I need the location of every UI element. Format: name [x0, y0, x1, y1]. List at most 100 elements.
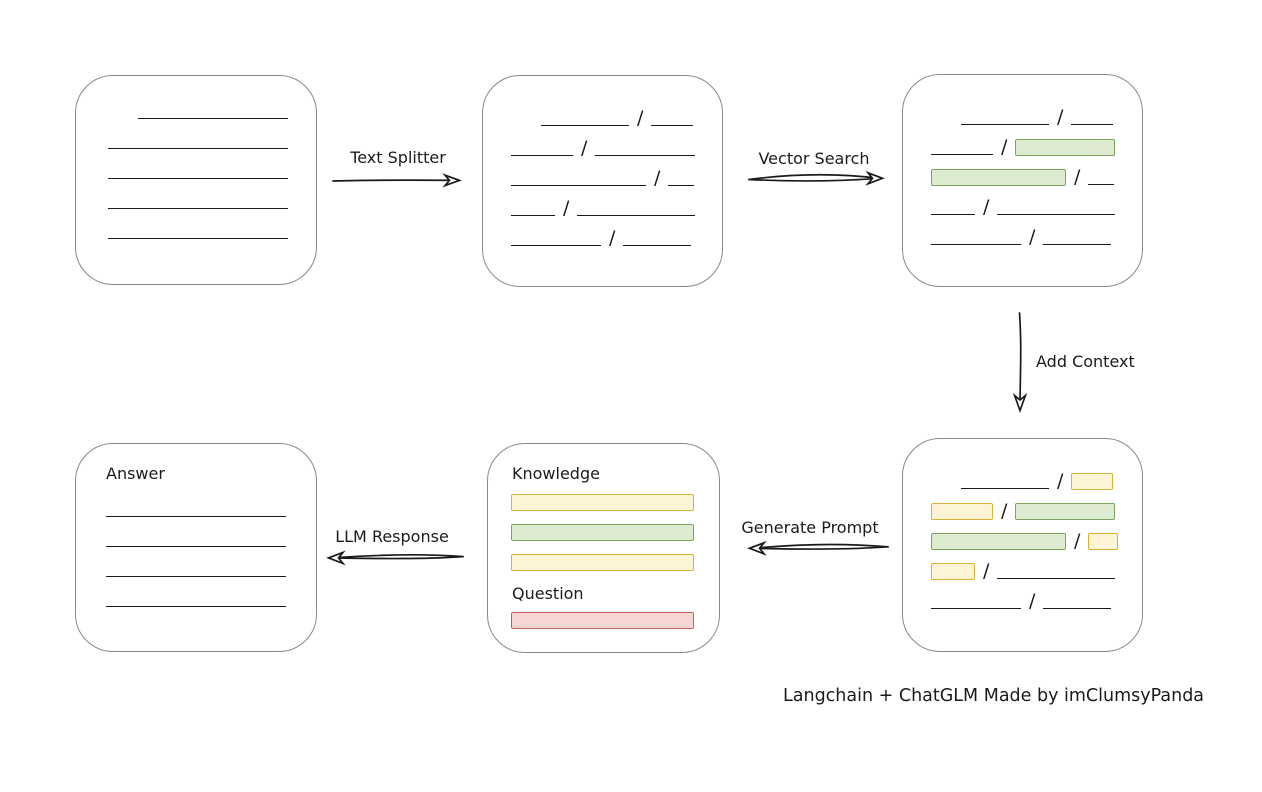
text-line	[668, 185, 695, 186]
text-splitter-arrow	[332, 173, 463, 188]
text-line	[108, 178, 288, 179]
text-line	[106, 606, 286, 607]
green-chunk	[931, 169, 1066, 186]
green-chunk	[1015, 503, 1116, 520]
caption: Langchain + ChatGLM Made by imClumsyPand…	[783, 686, 1205, 706]
flow-box-chunks: / / / / /	[482, 75, 723, 287]
yellow-chunk	[1088, 533, 1119, 550]
sketch-row	[108, 219, 316, 241]
slash-separator: /	[609, 227, 616, 249]
text-line	[1043, 608, 1112, 609]
slash-separator: /	[654, 167, 661, 189]
flow-box-answer: Answer	[75, 443, 317, 652]
sketch-row: /	[511, 226, 722, 248]
slash-separator: /	[1001, 500, 1008, 522]
slash-separator: /	[1001, 136, 1008, 158]
green-chunk	[931, 533, 1066, 550]
add-context-label: Add Context	[1036, 352, 1135, 371]
green-chunk	[1015, 139, 1116, 156]
sketch-row	[108, 189, 316, 211]
text-line	[997, 578, 1116, 579]
slash-separator: /	[1029, 590, 1036, 612]
vector-search-arrow	[748, 170, 885, 186]
text-line	[931, 214, 975, 215]
text-line	[108, 208, 288, 209]
red-bar	[511, 612, 694, 629]
text-line	[541, 125, 629, 126]
sketch-row: /	[931, 165, 1142, 187]
sketch-row	[108, 159, 316, 181]
sketch-row: /	[931, 529, 1142, 551]
llm-response-label: LLM Response	[335, 527, 449, 546]
text-line	[106, 576, 286, 577]
text-line	[1071, 124, 1114, 125]
text-line	[931, 608, 1021, 609]
sketch-row: /	[931, 589, 1142, 611]
sketch-row: /	[961, 105, 1142, 127]
text-line	[1088, 184, 1115, 185]
question-bars	[511, 612, 694, 642]
slash-separator: /	[581, 137, 588, 159]
sketch-row	[106, 587, 316, 609]
add-context-arrow	[1012, 312, 1028, 414]
slash-separator: /	[1074, 166, 1081, 188]
text-line	[511, 185, 646, 186]
llm-response-arrow	[326, 550, 464, 566]
text-line	[108, 148, 288, 149]
text-splitter-label: Text Splitter	[350, 148, 446, 167]
text-line	[511, 215, 555, 216]
sketch-row	[106, 527, 316, 549]
text-line	[623, 245, 692, 246]
answer-label: Answer	[106, 464, 165, 483]
flow-box-matched-chunks: / / / / /	[902, 74, 1143, 287]
generate-prompt-arrow	[747, 540, 889, 556]
green-bar	[511, 524, 694, 541]
document-lines	[76, 76, 316, 284]
sketch-row	[106, 557, 316, 579]
question-label: Question	[512, 584, 584, 603]
sketch-row: /	[931, 135, 1142, 157]
slash-separator: /	[1057, 470, 1064, 492]
answer-lines	[76, 444, 316, 651]
slash-separator: /	[1074, 530, 1081, 552]
yellow-bar	[511, 494, 694, 511]
sketch-row: /	[511, 196, 722, 218]
sketch-row: /	[931, 559, 1142, 581]
sketch-row: /	[511, 166, 722, 188]
text-line	[108, 238, 288, 239]
text-line	[595, 155, 696, 156]
slash-separator: /	[983, 560, 990, 582]
matched-chunk-lines: / / / / /	[903, 75, 1142, 286]
text-line	[511, 155, 573, 156]
slash-separator: /	[1029, 226, 1036, 248]
sketch-row: /	[931, 195, 1142, 217]
flow-box-prompt: Knowledge Question	[487, 443, 720, 653]
context-chunk-lines: / / / / /	[903, 439, 1142, 651]
text-line	[651, 125, 694, 126]
generate-prompt-label: Generate Prompt	[741, 518, 879, 537]
yellow-chunk	[1071, 473, 1114, 490]
flow-box-context-chunks: / / / / /	[902, 438, 1143, 652]
sketch-row: /	[961, 469, 1142, 491]
text-line	[577, 215, 696, 216]
text-line	[138, 118, 288, 119]
sketch-row: /	[511, 136, 722, 158]
flow-box-document	[75, 75, 317, 285]
text-line	[106, 516, 286, 517]
yellow-bar	[511, 554, 694, 571]
knowledge-bars	[511, 494, 694, 584]
slash-separator: /	[983, 196, 990, 218]
yellow-chunk	[931, 503, 993, 520]
text-line	[931, 154, 993, 155]
sketch-row	[108, 129, 316, 151]
slash-separator: /	[1057, 106, 1064, 128]
sketch-row: /	[931, 225, 1142, 247]
yellow-chunk	[931, 563, 975, 580]
sketch-row: /	[931, 499, 1142, 521]
slash-separator: /	[637, 107, 644, 129]
knowledge-label: Knowledge	[512, 464, 600, 483]
vector-search-label: Vector Search	[758, 149, 870, 168]
sketch-row: /	[541, 106, 722, 128]
sketch-row	[138, 99, 316, 121]
text-line	[1043, 244, 1112, 245]
